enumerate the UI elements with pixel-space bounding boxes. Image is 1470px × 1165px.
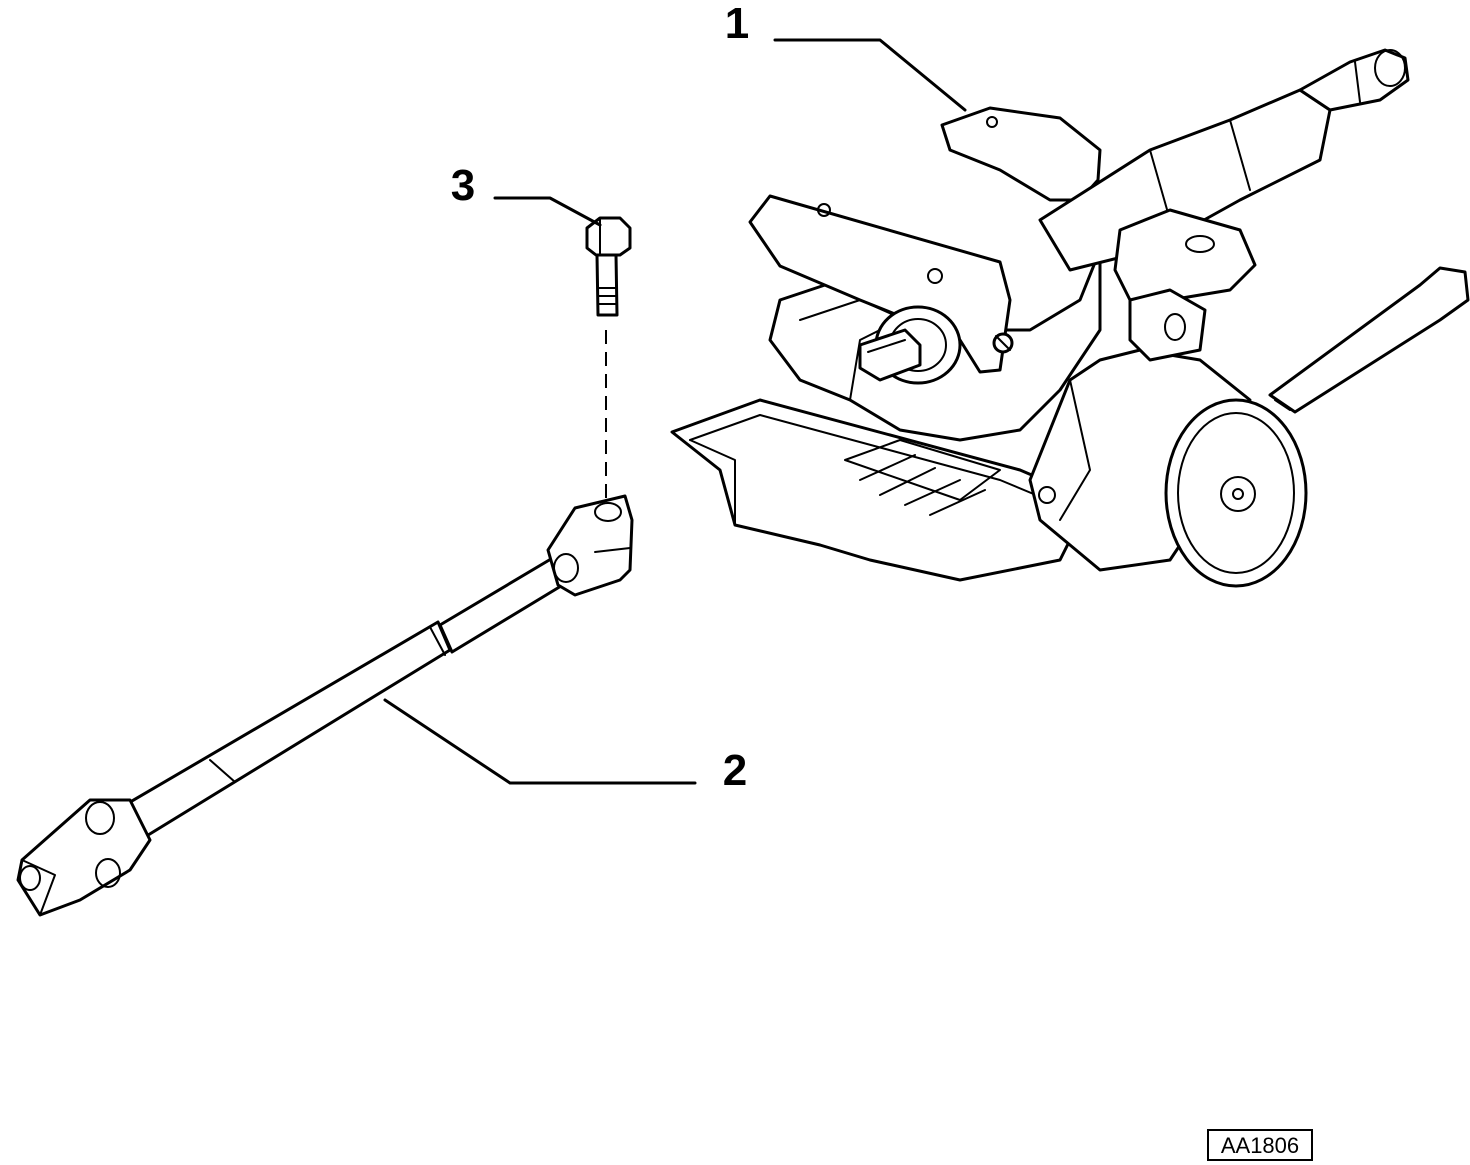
callout-1-label: 1 xyxy=(725,0,749,48)
callout-3-label: 3 xyxy=(451,161,475,210)
drawing-code-badge: AA1806 xyxy=(1207,1129,1313,1161)
drawing-code-text: AA1806 xyxy=(1221,1133,1299,1158)
leader-line-3 xyxy=(493,196,602,227)
steering-column-assembly[interactable] xyxy=(670,48,1470,588)
leader-line-1 xyxy=(773,38,967,112)
leader-line-2 xyxy=(383,698,697,785)
callout-2-label: 2 xyxy=(723,746,747,795)
clamp-bolt[interactable] xyxy=(585,216,632,317)
intermediate-steering-shaft[interactable] xyxy=(16,494,634,917)
